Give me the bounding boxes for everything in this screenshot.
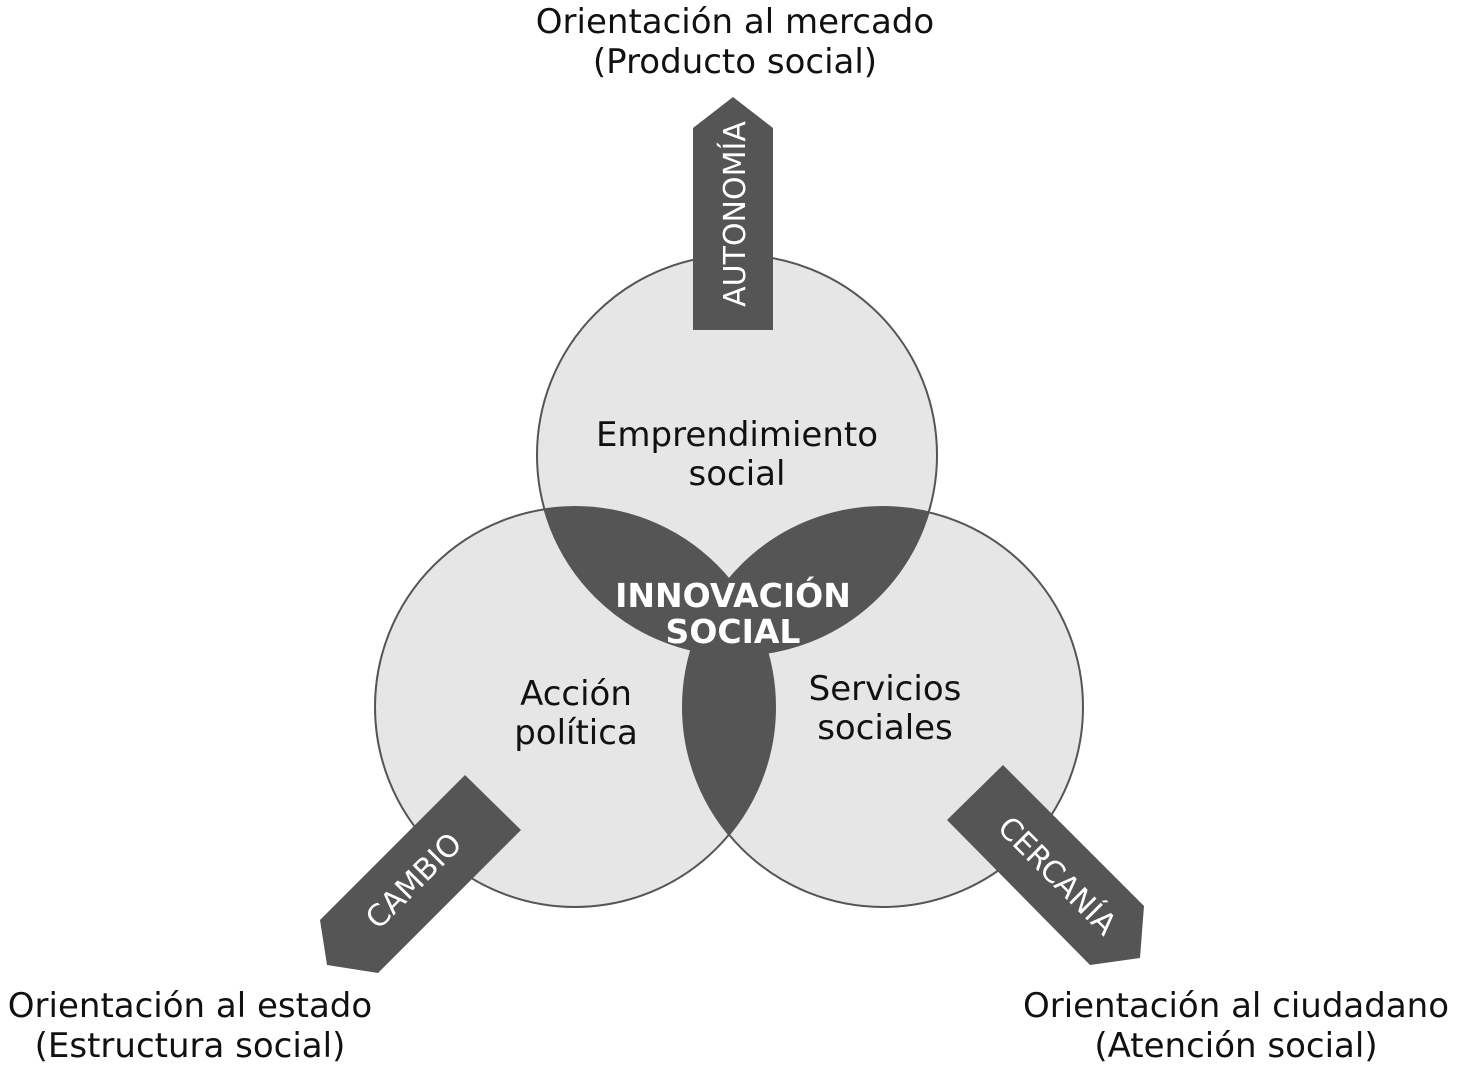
orientation-state-line1: Orientación al estado xyxy=(7,986,373,1026)
orientation-market-line1: Orientación al mercado xyxy=(535,2,935,42)
arrow-autonomy-label: AUTONOMÍA xyxy=(717,121,753,307)
circle-right-line1: Servicios xyxy=(809,669,962,709)
circle-left-line2: política xyxy=(514,713,638,753)
circle-right-line2: sociales xyxy=(817,708,953,748)
circle-outline-right xyxy=(682,506,1084,908)
orientation-citizen-line1: Orientación al ciudadano xyxy=(1022,986,1450,1026)
circle-left-line1: Acción xyxy=(520,674,632,714)
arrow-autonomy: AUTONOMÍA xyxy=(693,97,773,330)
circle-top-line1: Emprendimiento xyxy=(596,415,878,455)
orientation-state-label: Orientación al estado (Estructura social… xyxy=(0,986,380,1066)
overlap-top-left xyxy=(537,507,775,655)
orientation-market-label: Orientación al mercado (Producto social) xyxy=(480,2,990,82)
orientation-citizen-label: Orientación al ciudadano (Atención socia… xyxy=(1012,986,1460,1066)
orientation-market-line2: (Producto social) xyxy=(592,42,878,82)
orientation-state-line2: (Estructura social) xyxy=(34,1026,346,1066)
circle-outline-left xyxy=(374,506,776,908)
center-line2: SOCIAL xyxy=(666,612,801,651)
orientation-citizen-line2: (Atención social) xyxy=(1094,1026,1378,1066)
circle-top-line2: social xyxy=(689,454,786,494)
center-line1: INNOVACIÓN xyxy=(615,575,851,615)
overlap-top-right xyxy=(683,507,937,655)
